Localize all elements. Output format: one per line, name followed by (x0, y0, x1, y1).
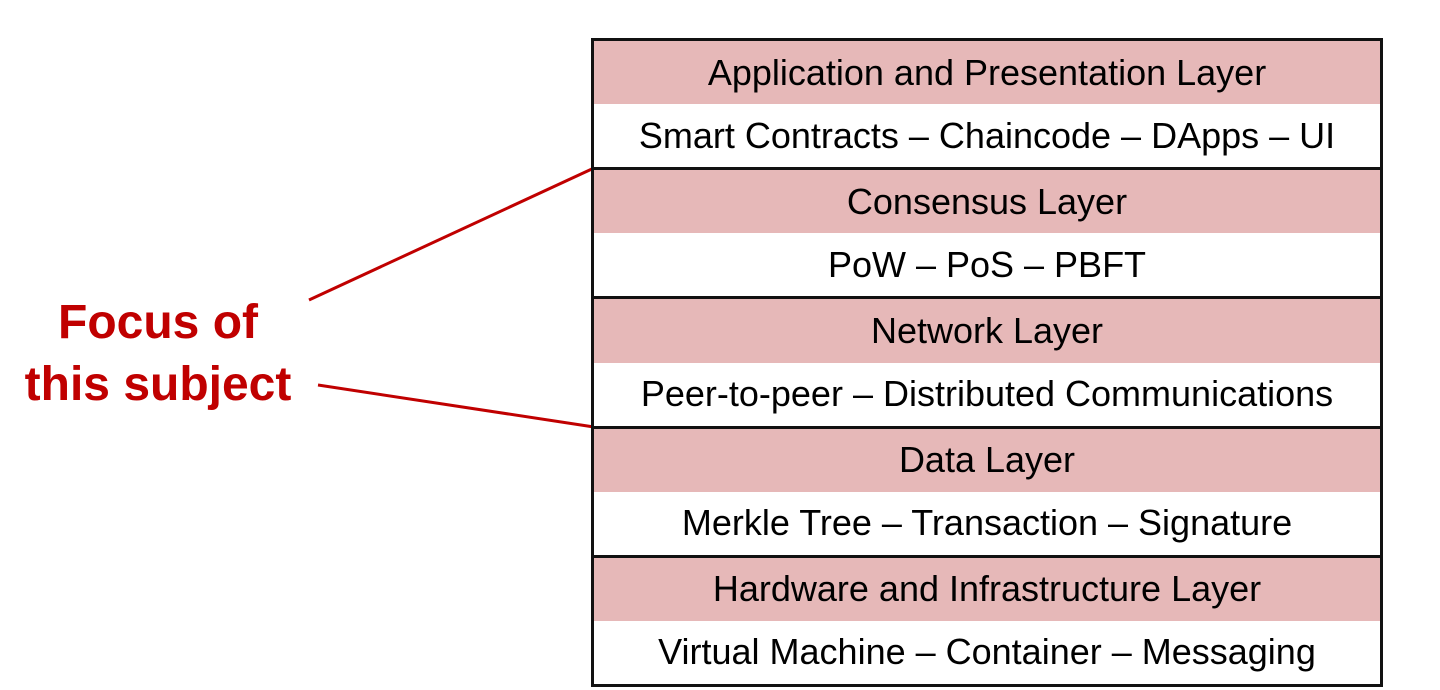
layer-consensus: Consensus Layer PoW – PoS – PBFT (594, 167, 1380, 297)
layer-application: Application and Presentation Layer Smart… (594, 41, 1380, 168)
layer-title: Hardware and Infrastructure Layer (594, 557, 1380, 621)
layer-title: Network Layer (594, 299, 1380, 363)
layer-title: Data Layer (594, 428, 1380, 492)
focus-label-line2: this subject (24, 358, 292, 411)
layer-network: Network Layer Peer-to-peer – Distributed… (594, 296, 1380, 426)
layer-title: Consensus Layer (594, 170, 1380, 234)
focus-label-line1: Focus of (58, 296, 258, 349)
layer-components: PoW – PoS – PBFT (594, 233, 1380, 297)
layer-data: Data Layer Merkle Tree – Transaction – S… (594, 425, 1380, 555)
layer-title: Application and Presentation Layer (594, 41, 1380, 105)
focus-label: Focus of this subject (0, 292, 316, 416)
layer-components: Virtual Machine – Container – Messaging (594, 620, 1380, 685)
connector-line-top (308, 166, 595, 302)
layer-components: Peer-to-peer – Distributed Communication… (594, 362, 1380, 426)
layer-components: Merkle Tree – Transaction – Signature (594, 491, 1380, 555)
layer-components: Smart Contracts – Chaincode – DApps – UI (594, 104, 1380, 168)
layer-stack: Application and Presentation Layer Smart… (591, 38, 1383, 687)
connector-line-bottom (317, 383, 595, 429)
layer-hardware: Hardware and Infrastructure Layer Virtua… (594, 554, 1380, 685)
